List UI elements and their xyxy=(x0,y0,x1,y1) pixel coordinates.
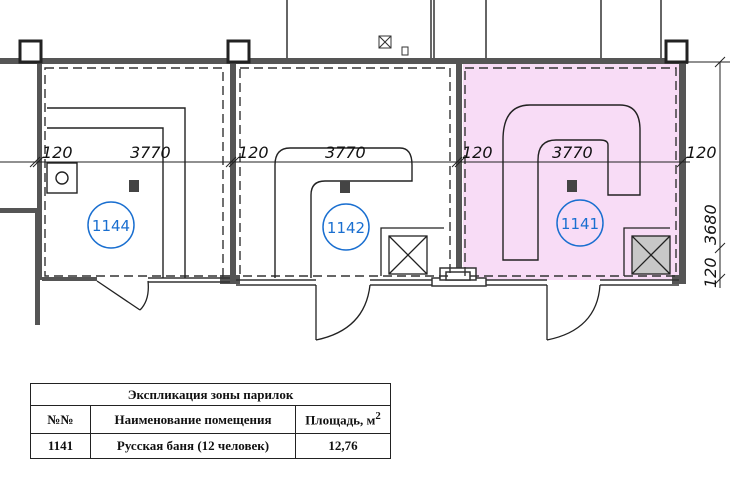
dim-wall-1: 120 xyxy=(42,143,73,162)
cell-name: Русская баня (12 человек) xyxy=(90,433,296,459)
vent-icons xyxy=(129,180,577,193)
finish-lines xyxy=(44,67,677,277)
room-marker-1144: 1144 xyxy=(87,201,135,249)
dim-room-1144: 3770 xyxy=(130,143,171,162)
stove-icon-1142 xyxy=(380,227,444,276)
cell-area: 12,76 xyxy=(295,433,391,459)
dim-wall-4: 120 xyxy=(686,143,717,162)
upper-structure xyxy=(286,0,662,58)
dimension-labels: 120 3770 120 3770 120 3770 120 3680 120 xyxy=(42,143,720,288)
header-area-label: Площадь, м xyxy=(305,412,376,428)
dim-room-1142: 3770 xyxy=(325,143,366,162)
room-marker-1142: 1142 xyxy=(322,203,370,251)
vent-icon-top xyxy=(378,35,409,56)
cell-number: 1141 xyxy=(30,433,91,459)
header-area: Площадь, м2 xyxy=(295,405,391,434)
room-schedule-table: Экспликация зоны парилок №№ Наименование… xyxy=(30,383,391,459)
table-row: 1141 Русская баня (12 человек) 12,76 xyxy=(30,433,391,459)
dim-room-1141: 3770 xyxy=(552,143,593,162)
dim-wall-2: 120 xyxy=(238,143,269,162)
header-number: №№ xyxy=(30,405,91,434)
benches xyxy=(46,104,641,278)
bottom-wall xyxy=(148,267,679,287)
columns xyxy=(18,39,689,64)
header-area-unit-exponent: 2 xyxy=(375,410,381,423)
room-number: 1141 xyxy=(561,215,599,233)
dimension-lines xyxy=(0,56,730,288)
room-number: 1142 xyxy=(327,219,365,237)
dim-wall-3: 120 xyxy=(462,143,493,162)
room-marker-1141: 1141 xyxy=(556,199,604,247)
doors xyxy=(96,280,601,341)
dim-wall-bottom: 120 xyxy=(701,257,720,288)
walls xyxy=(0,58,688,325)
header-name: Наименование помещения xyxy=(90,405,296,434)
dim-room-depth: 3680 xyxy=(701,204,720,245)
table-title: Экспликация зоны парилок xyxy=(30,383,391,406)
stove-icon-1141 xyxy=(623,227,671,276)
room-number: 1144 xyxy=(92,217,130,235)
